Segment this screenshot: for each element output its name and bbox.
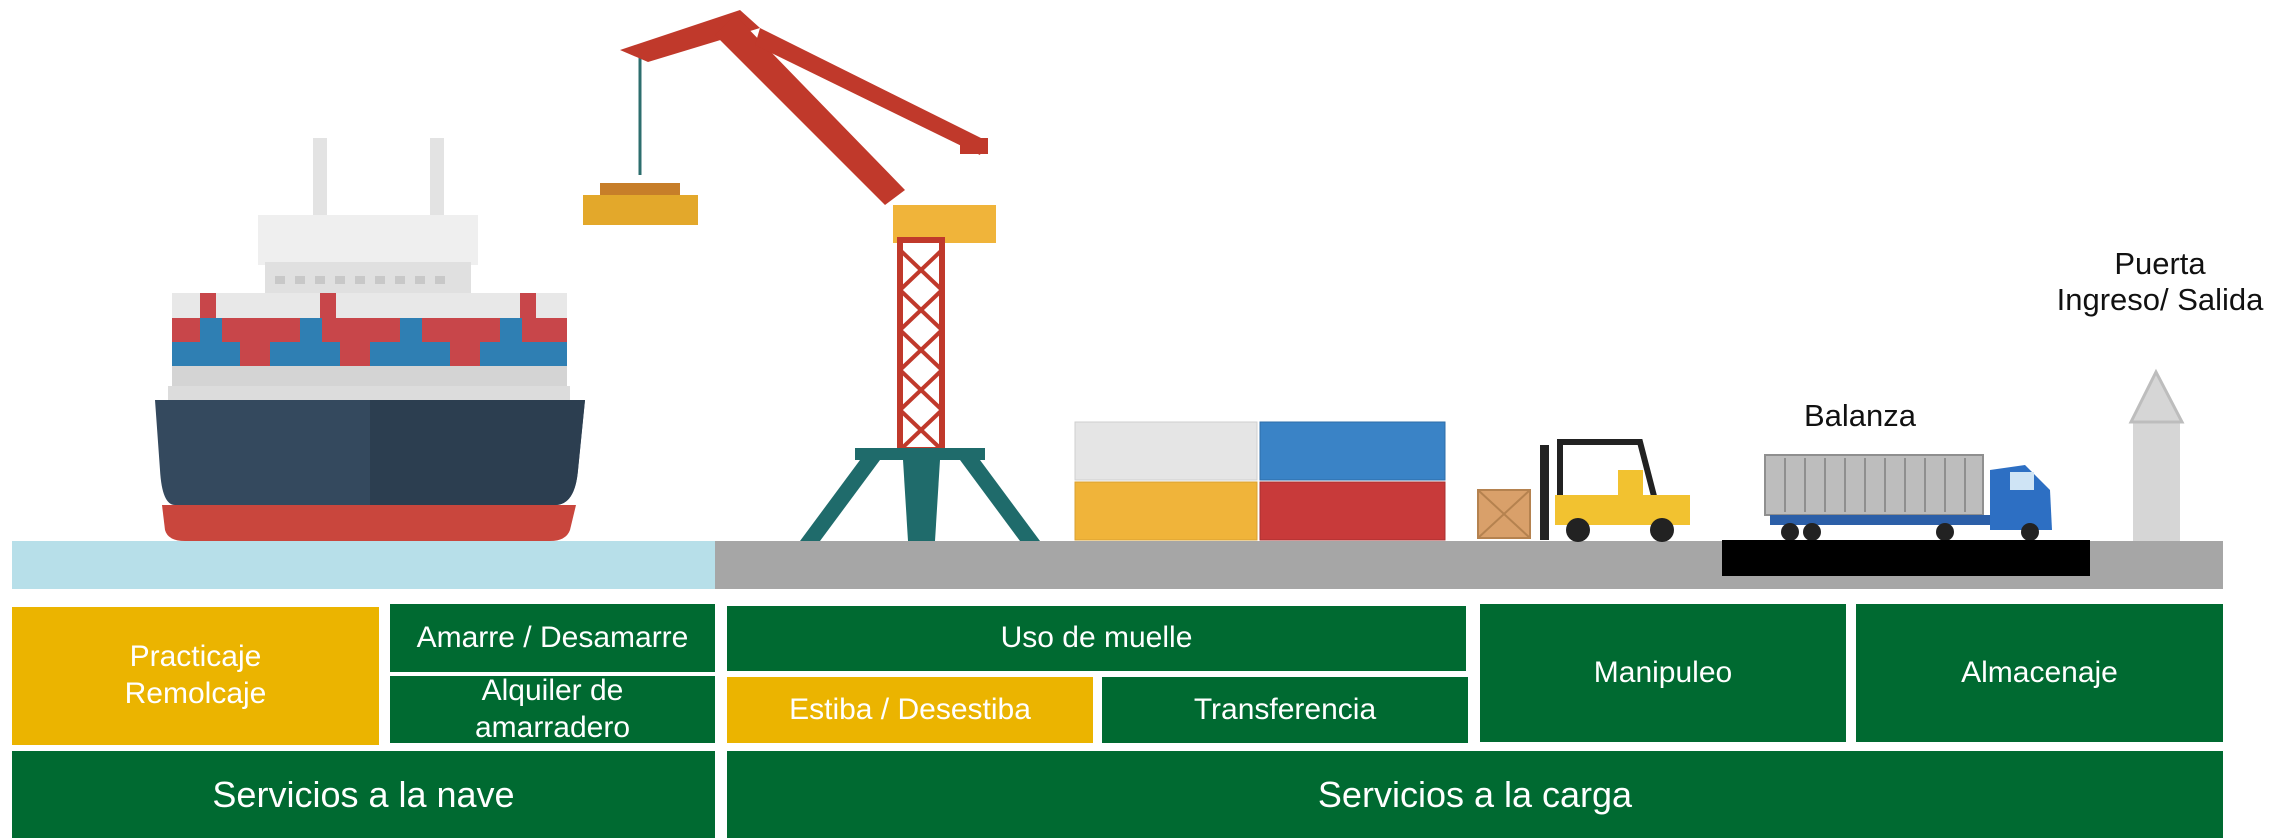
- almacenaje-text: Almacenaje: [1961, 655, 2118, 689]
- practicaje-text: Practicaje: [129, 640, 262, 674]
- scale-label: Balanza: [1803, 398, 1917, 433]
- estiba-text: Estiba / Desestiba: [789, 692, 1031, 726]
- transferencia-text: Transferencia: [1193, 692, 1377, 726]
- container-ship-icon: [155, 138, 585, 541]
- gantry-crane-icon: [583, 10, 1040, 541]
- weighbridge-icon: [1722, 540, 2090, 576]
- amarre-box: Amarre / Desamarre: [390, 604, 715, 672]
- alquiler-text-line2: amarradero: [474, 710, 631, 744]
- servicios-carga-text: Servicios a la carga: [1317, 773, 1633, 815]
- almacenaje-box: Almacenaje: [1856, 604, 2223, 742]
- gate-label: Puerta Ingreso/ Salida: [2040, 246, 2280, 317]
- estiba-box: Estiba / Desestiba: [727, 677, 1093, 743]
- gate-icon: [2128, 368, 2185, 541]
- uso-muelle-box: Uso de muelle: [727, 606, 1466, 671]
- water-strip: [12, 541, 715, 589]
- forklift-icon: [1477, 439, 1690, 542]
- transferencia-box: Transferencia: [1102, 677, 1468, 743]
- servicios-nave-text: Servicios a la nave: [212, 773, 515, 815]
- truck-icon: [1764, 454, 2052, 541]
- alquiler-text-line1: Alquiler de: [481, 673, 624, 707]
- gate-label-line1: Puerta: [2114, 246, 2206, 281]
- gate-label-line2: Ingreso/ Salida: [2056, 281, 2264, 317]
- uso-muelle-text: Uso de muelle: [1000, 621, 1193, 655]
- container-stack-icon: [1074, 421, 1446, 541]
- manipuleo-text: Manipuleo: [1593, 655, 1733, 689]
- manipuleo-box: Manipuleo: [1480, 604, 1846, 742]
- alquiler-box: Alquiler de amarradero: [390, 673, 715, 744]
- servicios-nave-box: Servicios a la nave: [12, 751, 715, 838]
- servicios-carga-box: Servicios a la carga: [727, 751, 2223, 838]
- remolcaje-text: Remolcaje: [124, 677, 267, 710]
- amarre-text: Amarre / Desamarre: [416, 620, 689, 654]
- practicaje-remolcaje-box: Practicaje Remolcaje: [12, 607, 379, 745]
